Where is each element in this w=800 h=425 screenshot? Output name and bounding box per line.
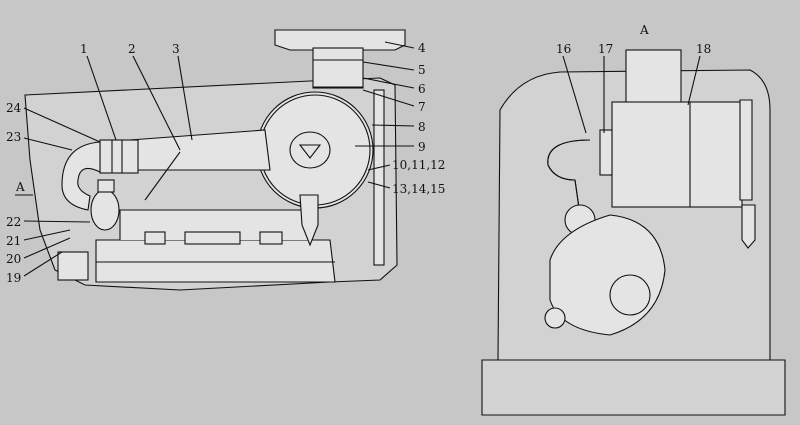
callout-5: 5 <box>418 63 426 77</box>
callout-22: 22 <box>6 215 22 229</box>
callout-21: 21 <box>6 234 22 248</box>
callout-19: 19 <box>6 271 22 285</box>
right-view-drawing <box>481 49 786 416</box>
section-marker-a: A <box>16 180 25 194</box>
callout-6: 6 <box>418 82 426 96</box>
callout-10-11-12: 10,11,12 <box>392 158 446 172</box>
callout-17: 17 <box>598 42 614 56</box>
callout-16: 16 <box>556 42 572 56</box>
callout-4: 4 <box>418 41 426 55</box>
callout-7: 7 <box>418 100 426 114</box>
callout-20: 20 <box>6 252 22 266</box>
callout-18: 18 <box>696 42 712 56</box>
view-title-a: A <box>640 23 649 37</box>
callout-3: 3 <box>172 42 180 56</box>
callout-24: 24 <box>6 101 22 115</box>
callout-8: 8 <box>418 120 426 134</box>
callout-2: 2 <box>128 42 136 56</box>
callout-13-14-15: 13,14,15 <box>392 182 446 196</box>
callout-23: 23 <box>6 130 22 144</box>
callout-9: 9 <box>418 140 426 154</box>
callout-1: 1 <box>80 42 88 56</box>
left-view-drawing <box>15 29 406 291</box>
